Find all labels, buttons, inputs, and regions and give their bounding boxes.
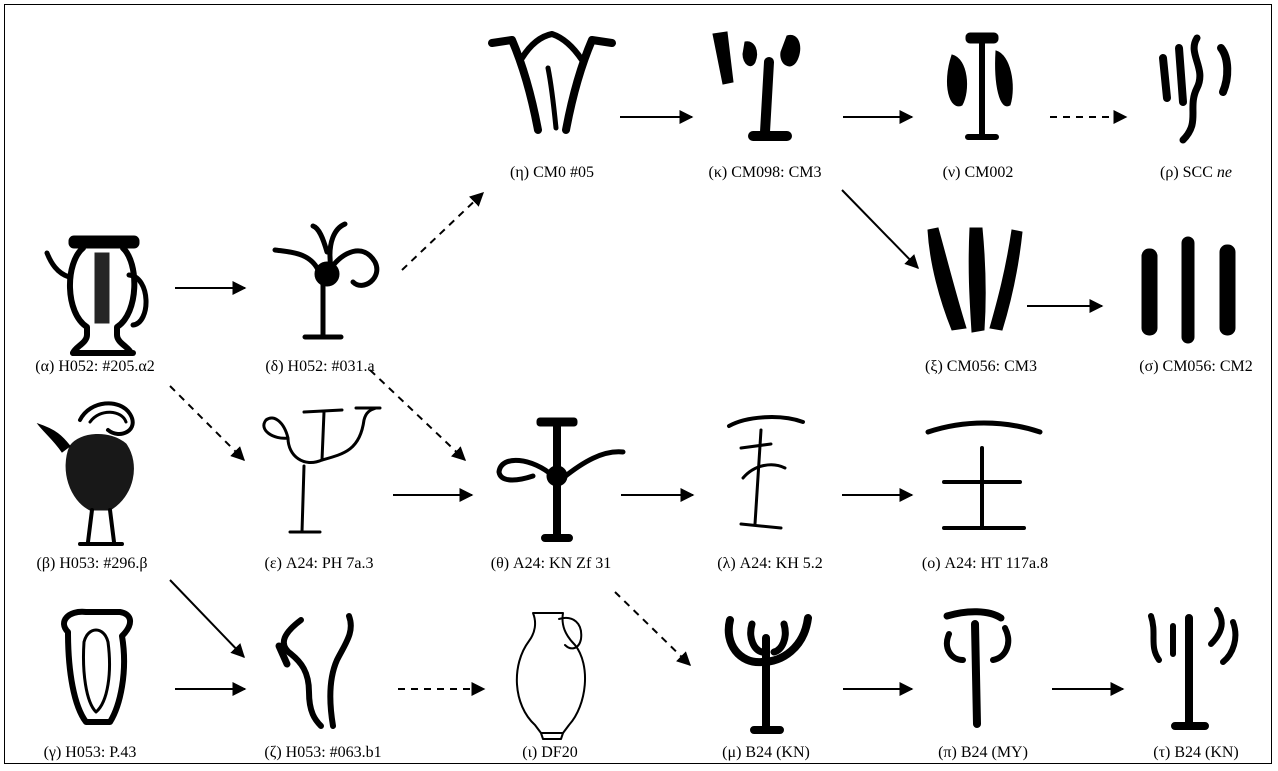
label-omicron: (ο) A24: HT 117a.8 bbox=[922, 555, 1048, 573]
label-sigma: (σ) CM056: CM2 bbox=[1139, 358, 1253, 376]
label-rho-italic: ne bbox=[1217, 164, 1232, 181]
label-mu: (μ) B24 (KN) bbox=[722, 744, 810, 762]
sign-theta-icon bbox=[499, 418, 623, 538]
sign-eta-icon bbox=[492, 34, 612, 130]
edge-delta-eta bbox=[402, 193, 483, 270]
label-pi: (π) B24 (MY) bbox=[938, 744, 1028, 762]
sign-delta-icon bbox=[275, 224, 377, 337]
label-rho: (ρ) SCC ne bbox=[1160, 164, 1232, 182]
sign-lambda-icon bbox=[729, 417, 803, 528]
sign-epsilon-icon bbox=[264, 408, 380, 532]
edge-theta-mu bbox=[615, 592, 690, 665]
label-epsilon: (ε) A24: PH 7a.3 bbox=[265, 555, 374, 573]
sign-gamma-vessel-icon bbox=[64, 612, 130, 722]
label-xi: (ξ) CM056: CM3 bbox=[925, 358, 1037, 376]
sign-pi-icon bbox=[947, 612, 1008, 724]
sign-kappa-icon bbox=[713, 32, 800, 136]
sign-alpha-vessel-icon bbox=[47, 236, 146, 353]
label-alpha: (α) H052: #205.α2 bbox=[35, 358, 154, 376]
label-iota: (ι) DF20 bbox=[522, 744, 577, 762]
label-kappa: (κ) CM098: CM3 bbox=[709, 164, 822, 182]
sign-beta-jug-icon bbox=[38, 403, 133, 544]
sign-nu-icon bbox=[947, 33, 1012, 137]
label-delta: (δ) H052: #031.a bbox=[265, 358, 374, 376]
label-tau: (τ) B24 (KN) bbox=[1153, 744, 1239, 762]
label-zeta: (ζ) H053: #063.b1 bbox=[264, 744, 381, 762]
sign-iota-jar-icon bbox=[517, 613, 585, 739]
sign-tau-icon bbox=[1151, 610, 1235, 726]
edge-delta-theta bbox=[370, 370, 465, 460]
label-gamma: (γ) H053: P.43 bbox=[44, 744, 137, 762]
edges bbox=[170, 117, 1126, 689]
sign-zeta-icon bbox=[279, 616, 351, 726]
label-rho-text: (ρ) SCC bbox=[1160, 164, 1217, 181]
sign-omicron-icon bbox=[928, 423, 1040, 528]
sign-sigma-icon bbox=[1142, 237, 1235, 343]
sign-mu-icon bbox=[729, 618, 808, 730]
edge-alpha-epsilon bbox=[170, 386, 244, 460]
label-eta: (η) CM0 #05 bbox=[510, 164, 594, 182]
edge-kappa-xi bbox=[842, 190, 918, 268]
sign-xi-icon bbox=[928, 228, 1022, 332]
label-lambda: (λ) A24: KH 5.2 bbox=[717, 555, 823, 573]
label-beta: (β) H053: #296.β bbox=[37, 555, 148, 573]
edge-beta-zeta bbox=[170, 580, 244, 657]
label-nu: (ν) CM002 bbox=[943, 164, 1014, 182]
sign-rho-icon bbox=[1163, 38, 1227, 140]
label-theta: (θ) A24: KN Zf 31 bbox=[491, 555, 612, 573]
